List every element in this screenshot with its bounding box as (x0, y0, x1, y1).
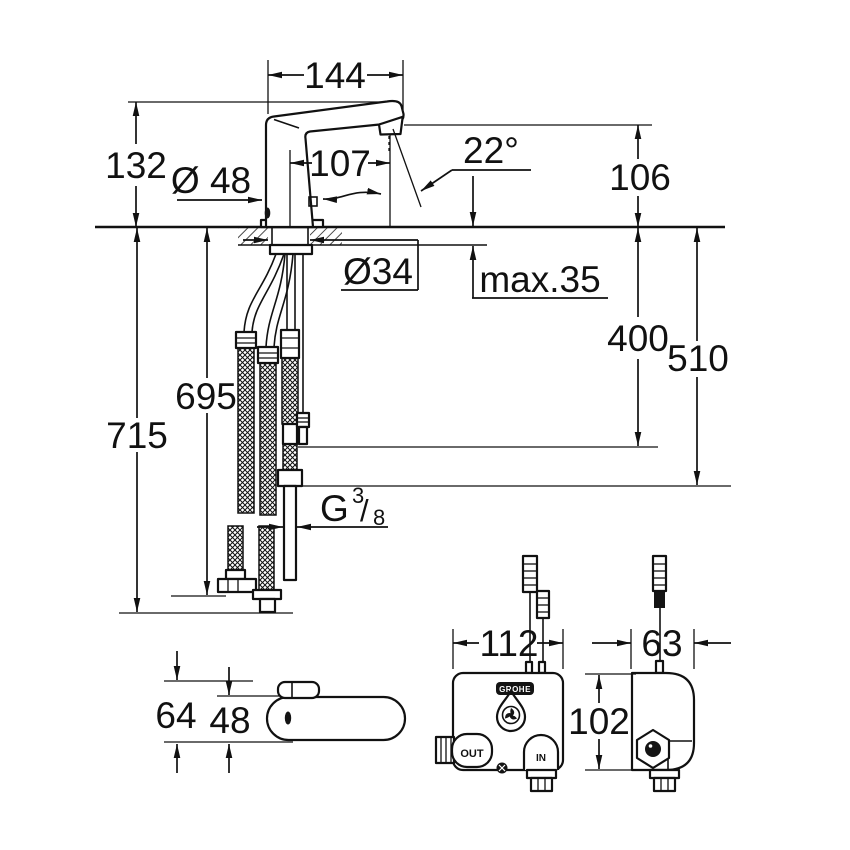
water-drop-icon (495, 689, 527, 733)
dim-o48-label: Ø 48 (171, 160, 251, 201)
dim-spout-length: 144 (268, 55, 403, 96)
hex-bolt (635, 728, 671, 770)
dim-hose-715: 715 (106, 228, 293, 614)
reference-lines (128, 60, 652, 126)
faucet-body-outline (264, 99, 405, 229)
faucet-side-view (264, 99, 422, 229)
faucet-top-silhouette (265, 695, 407, 742)
dim-hole-diameter: Ø34 (243, 236, 419, 292)
cable-plug (651, 554, 668, 593)
dim-hose-400: 400 (298, 228, 669, 448)
sensor-window (308, 196, 318, 207)
control-box-side-view: 63 102 (568, 554, 731, 793)
dim-112-label: 112 (480, 623, 539, 664)
in-port: IN (522, 733, 560, 793)
fan-icon (504, 708, 518, 720)
thread-sub-label: 8 (373, 505, 385, 530)
cable-sleeve (654, 590, 665, 608)
dim-715-label: 715 (106, 415, 168, 456)
dim-22deg-label: 22° (463, 130, 519, 171)
mounting-nut (268, 243, 314, 256)
dim-height-above-deck: 132 (105, 102, 167, 227)
dim-thread: G 3 / 8 (257, 483, 388, 531)
dim-132-label: 132 (105, 145, 167, 186)
angle-sweep-arrow (322, 187, 382, 203)
aerator (377, 115, 404, 136)
thread-sup-label: 3 (352, 483, 364, 508)
grohe-logo-text: GROHE (499, 685, 531, 694)
out-label: OUT (460, 748, 484, 760)
dim-base-diameter: Ø 48 (171, 160, 262, 204)
sensor-mark (284, 711, 292, 725)
dim-102-label: 102 (568, 701, 630, 742)
dim-63-label: 63 (641, 623, 682, 664)
dim-o34-label: Ø34 (343, 251, 413, 292)
dim-spout-projection: 107 (289, 134, 391, 226)
thread-g-label: G (320, 488, 349, 529)
dim-510-label: 510 (667, 338, 729, 379)
g38-union-nut (276, 468, 304, 488)
dim-64-label: 64 (155, 695, 196, 736)
faucet-top-view: 64 48 (155, 651, 407, 773)
dim-144-label: 144 (304, 55, 366, 96)
dim-hose-510: 510 (302, 228, 731, 487)
dim-hose-695: 695 (171, 228, 237, 597)
dim-max35-label: max.35 (479, 259, 600, 300)
dim-107-label: 107 (309, 143, 371, 184)
mounting-deck (95, 218, 725, 256)
dim-top-body-depth: 48 (209, 667, 279, 773)
in-label: IN (536, 753, 546, 764)
dim-695-label: 695 (175, 376, 237, 417)
dim-400-label: 400 (607, 318, 669, 359)
dim-outlet-height: 106 (609, 125, 671, 227)
dim-max-deck-thickness: max.35 (469, 176, 608, 300)
dim-box-width: 112 (452, 623, 564, 669)
cable-plug (521, 554, 539, 594)
control-box-front-view: GROHE OUT IN (434, 554, 565, 793)
dim-48-label: 48 (209, 700, 250, 741)
thread-slash: / (360, 493, 369, 528)
dim-box-height: 102 (568, 673, 636, 771)
spray-angle-line (392, 128, 422, 208)
dim-top-depth: 64 (155, 651, 293, 773)
spout-tip-top (276, 680, 321, 700)
out-port: OUT (434, 732, 494, 769)
dim-box-depth: 63 (592, 623, 731, 669)
grohe-logo (496, 682, 534, 695)
supply-hoses (216, 253, 311, 614)
dim-106-label: 106 (609, 157, 671, 198)
dim-spray-angle: 22° (420, 130, 531, 192)
